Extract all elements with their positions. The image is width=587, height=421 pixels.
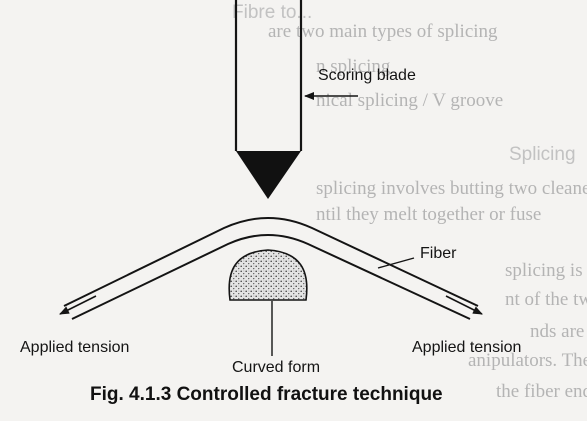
fiber-outer-edge [63,217,479,307]
ghost-line: nds are first prealigned and butted toge… [530,321,587,342]
curved-form [228,249,308,301]
scoring-blade-label: Scoring blade [318,67,416,84]
fiber-label: Fiber [420,245,457,262]
curved-form-label: Curved form [232,359,320,376]
blade-tip [236,151,301,199]
ghost-line: the fiber ends can be bonded together (F… [496,381,587,402]
applied-tension-right-label: Applied tension [412,339,521,356]
ghost-line: n splicing [316,56,391,77]
scoring-blade [234,0,303,199]
fiber [63,217,479,320]
ghost-top-label: Fibre to... [232,2,312,23]
fiber-leader-line [377,257,415,269]
ghost-line: nical splicing / V groove [316,90,503,111]
bleed-through-text: Fibre to... are two main types of splici… [232,2,587,402]
ghost-line: ntil they melt together or fuse [316,204,541,225]
ghost-heading: Splicing [509,144,576,165]
ghost-line: splicing involves butting two cleaned fi… [316,178,587,199]
tension-arrow-left [59,295,97,315]
ghost-line: are two main types of splicing [268,21,498,42]
ghost-line: nt of the two fibers to keep losses as l… [505,289,587,310]
ghost-line: anipulators. The butted joint is heated … [468,350,587,371]
applied-tension-left-label: Applied tension [20,339,129,356]
fiber-inner-edge [71,234,471,320]
ghost-line: splicing is normally done with a fusion … [505,260,587,281]
figure-caption: Fig. 4.1.3 Controlled fracture technique [90,384,443,405]
tension-arrow-right [445,295,483,315]
